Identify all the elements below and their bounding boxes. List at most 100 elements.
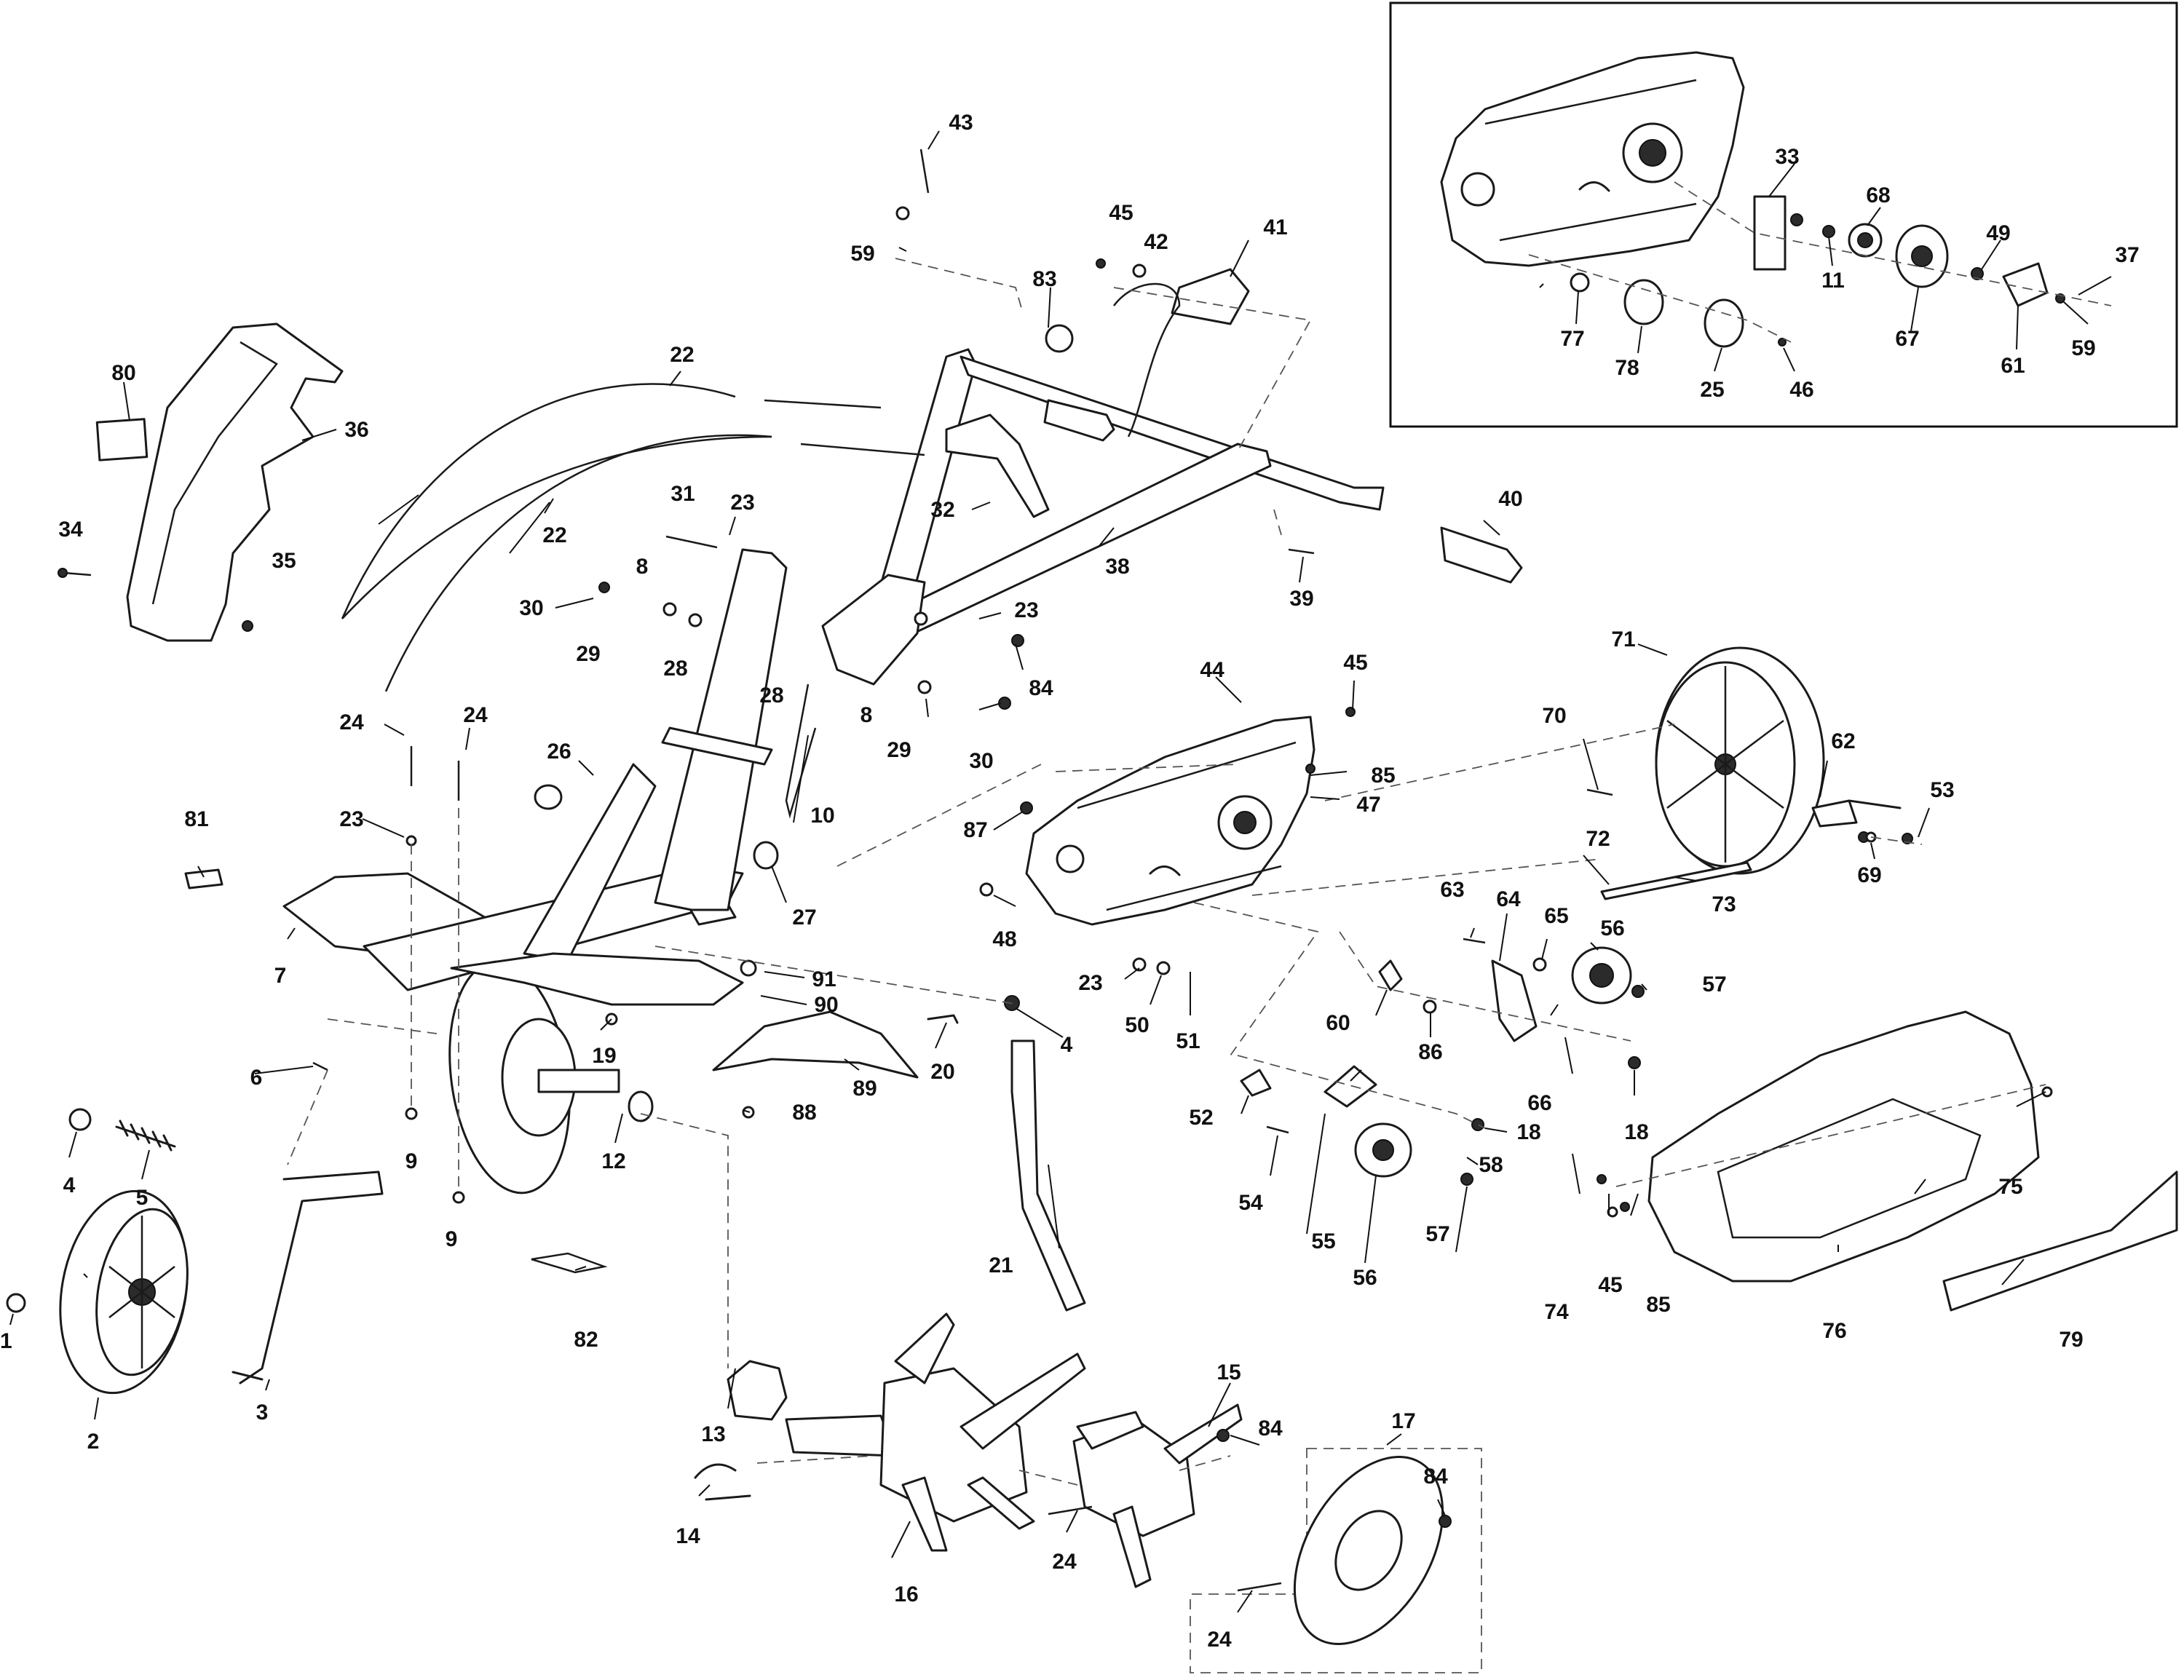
callout-81: 81 bbox=[184, 807, 208, 831]
inset-gear-cover bbox=[1440, 51, 1745, 267]
gear-cover-44 bbox=[1025, 716, 1315, 926]
belt-cover-76 bbox=[1647, 1010, 2040, 1283]
clip-14 bbox=[694, 1463, 751, 1501]
callout-1: 1 bbox=[0, 1329, 12, 1353]
inset-parts bbox=[1528, 181, 2112, 348]
callout-10: 10 bbox=[810, 804, 834, 828]
callout-60: 60 bbox=[1326, 1011, 1350, 1035]
callout-79: 79 bbox=[2059, 1328, 2083, 1352]
callout-16: 16 bbox=[894, 1582, 918, 1606]
callout-17: 17 bbox=[1391, 1409, 1415, 1433]
callout-45-top: 45 bbox=[1109, 201, 1133, 225]
decal-82 bbox=[531, 1252, 608, 1274]
callout-82: 82 bbox=[574, 1328, 598, 1352]
bolt-34 bbox=[58, 568, 92, 578]
drag-bar-21 bbox=[1010, 1039, 1086, 1312]
callout-12: 12 bbox=[601, 1149, 625, 1173]
handle-mount bbox=[821, 574, 926, 686]
callout-88: 88 bbox=[792, 1101, 816, 1125]
cable-ends bbox=[764, 399, 925, 456]
lever-32 bbox=[945, 413, 1050, 518]
callout-57-upper: 57 bbox=[1702, 972, 1726, 996]
callout-90: 90 bbox=[814, 993, 838, 1017]
callout-43: 43 bbox=[949, 111, 973, 135]
callout-9-top: 9 bbox=[405, 1149, 418, 1173]
callout-46: 46 bbox=[1789, 378, 1813, 402]
callout-33: 33 bbox=[1775, 145, 1799, 169]
callout-4-left: 4 bbox=[63, 1173, 76, 1197]
callout-63: 63 bbox=[1440, 878, 1464, 902]
decal-79 bbox=[1942, 1170, 2178, 1312]
bar-72 bbox=[1600, 861, 1752, 900]
callout-24-right: 24 bbox=[463, 703, 488, 727]
callout-7: 7 bbox=[274, 964, 287, 988]
callout-25: 25 bbox=[1700, 378, 1724, 402]
callout-45-cover: 45 bbox=[1343, 651, 1367, 675]
fender-6-area bbox=[450, 952, 744, 1006]
wheel-2 bbox=[59, 1189, 189, 1395]
washer-4 bbox=[68, 1108, 92, 1131]
callout-5: 5 bbox=[136, 1186, 149, 1210]
callout-23-handle: 23 bbox=[1014, 598, 1038, 622]
callout-31: 31 bbox=[670, 482, 695, 506]
callout-23-top: 23 bbox=[730, 491, 754, 515]
bolt-24-lower bbox=[1048, 1505, 1093, 1515]
callout-19: 19 bbox=[592, 1044, 616, 1068]
callout-61: 61 bbox=[2001, 354, 2025, 378]
callout-29-left: 29 bbox=[576, 642, 600, 666]
callout-23-left: 23 bbox=[339, 807, 363, 831]
cable-10 bbox=[785, 684, 817, 819]
callout-69: 69 bbox=[1857, 863, 1881, 887]
callout-32: 32 bbox=[930, 498, 954, 522]
callout-24-tine: 24 bbox=[1052, 1550, 1077, 1574]
throttle-cable bbox=[1113, 282, 1181, 437]
tine-assembly-15 bbox=[1072, 1403, 1243, 1588]
callout-24-guard: 24 bbox=[1207, 1628, 1232, 1652]
callout-26: 26 bbox=[547, 740, 571, 764]
callout-44: 44 bbox=[1200, 658, 1224, 682]
callout-87: 87 bbox=[963, 818, 987, 842]
callout-84-guard: 84 bbox=[1423, 1465, 1448, 1489]
callout-42: 42 bbox=[1144, 230, 1168, 254]
callout-36: 36 bbox=[344, 418, 368, 442]
bracket-62 bbox=[1811, 799, 1902, 828]
callout-74: 74 bbox=[1544, 1300, 1569, 1324]
callout-39: 39 bbox=[1289, 587, 1313, 611]
inset-frame bbox=[1389, 1, 2178, 428]
callout-28-left: 28 bbox=[663, 657, 687, 681]
leader-lines bbox=[9, 130, 2112, 1613]
wheel-71 bbox=[1655, 646, 1825, 875]
callout-20: 20 bbox=[930, 1060, 954, 1084]
nut-35 bbox=[242, 620, 253, 632]
callout-18-right: 18 bbox=[1624, 1120, 1648, 1144]
bracket-81 bbox=[184, 868, 223, 889]
callout-58: 58 bbox=[1479, 1153, 1503, 1177]
callout-40: 40 bbox=[1498, 487, 1522, 511]
callout-55: 55 bbox=[1311, 1229, 1335, 1253]
fender-89 bbox=[712, 1010, 919, 1079]
callout-28-right: 28 bbox=[759, 684, 783, 708]
callout-75: 75 bbox=[1998, 1175, 2022, 1199]
callout-56-lower: 56 bbox=[1353, 1266, 1377, 1290]
callout-48: 48 bbox=[992, 927, 1016, 951]
cable-22a bbox=[341, 383, 772, 619]
throttle-41 bbox=[1171, 268, 1250, 325]
callout-78: 78 bbox=[1615, 356, 1639, 380]
callout-22-mid: 22 bbox=[542, 523, 566, 547]
bushing-27 bbox=[753, 841, 779, 870]
hub-axle-left bbox=[448, 960, 620, 1194]
callout-72: 72 bbox=[1586, 827, 1610, 851]
grip-40 bbox=[1440, 526, 1523, 584]
hub-cap-13 bbox=[727, 1360, 788, 1421]
callout-8-left: 8 bbox=[636, 555, 649, 579]
callout-52: 52 bbox=[1189, 1106, 1213, 1130]
callout-59-left: 59 bbox=[850, 242, 874, 266]
callout-54: 54 bbox=[1238, 1191, 1263, 1215]
callout-64: 64 bbox=[1496, 887, 1521, 911]
callout-76: 76 bbox=[1822, 1319, 1846, 1343]
callout-71: 71 bbox=[1611, 627, 1635, 651]
callout-85-cover: 85 bbox=[1371, 764, 1395, 788]
label-80 bbox=[95, 418, 149, 461]
callout-67: 67 bbox=[1895, 327, 1919, 351]
